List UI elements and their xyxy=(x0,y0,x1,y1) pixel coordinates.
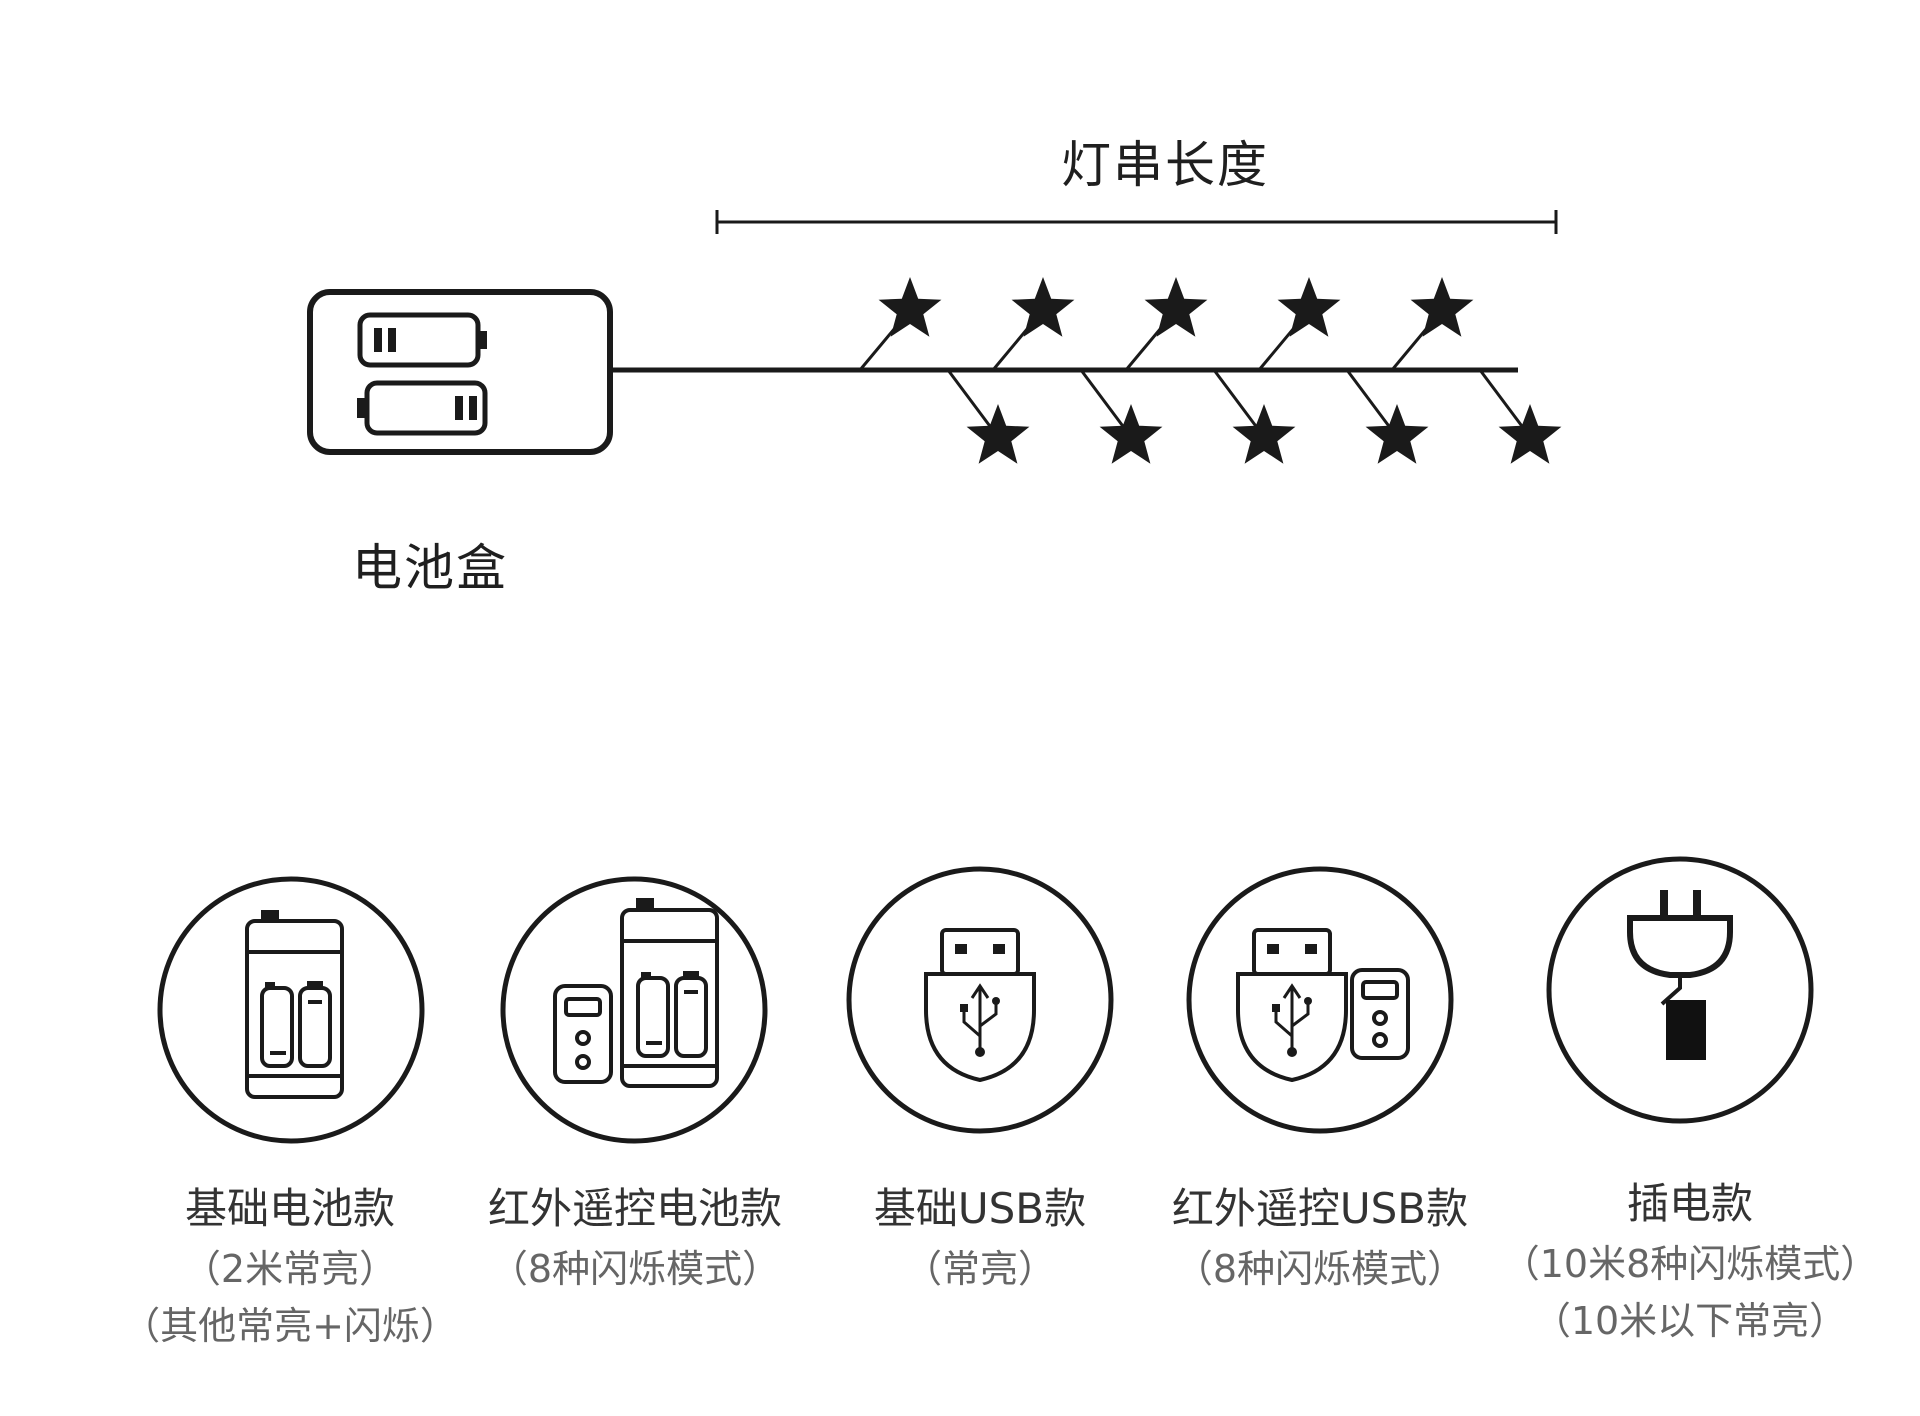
option-note: （2米常亮） xyxy=(182,1247,398,1291)
star-light-top xyxy=(1011,277,1075,337)
option-note: （常亮） xyxy=(903,1247,1056,1291)
option-name: 基础USB款 xyxy=(873,1184,1087,1233)
option-note: （8种闪烁模式） xyxy=(1174,1247,1466,1291)
option-name: 红外遥控电池款 xyxy=(487,1184,782,1233)
star-light-bottom xyxy=(1099,404,1163,464)
star-light-bottom xyxy=(1498,404,1562,464)
option-name: 红外遥控USB款 xyxy=(1171,1184,1469,1233)
option-usb-basic: 基础USB款 （常亮） xyxy=(800,1175,1160,1293)
option-usb-remote: 红外遥控USB款 （8种闪烁模式） xyxy=(1130,1175,1510,1293)
star-light-bottom xyxy=(1365,404,1429,464)
option-note: （10米8种闪烁模式） xyxy=(1501,1242,1879,1286)
star-light-bottom xyxy=(966,404,1030,464)
battery-pack-icon xyxy=(157,876,425,1144)
star-lights xyxy=(858,277,1562,464)
usb-remote-icon xyxy=(1186,866,1454,1134)
length-dimension xyxy=(715,210,1558,234)
option-icons xyxy=(157,856,1814,1144)
option-name: 基础电池款 xyxy=(184,1184,395,1233)
option-note: （其他常亮+闪烁） xyxy=(122,1304,458,1348)
remote-battery-pack-icon xyxy=(500,876,768,1144)
option-plug-in: 插电款 （10米8种闪烁模式） （10米以下常亮） xyxy=(1490,1170,1890,1345)
option-name: 插电款 xyxy=(1626,1179,1753,1228)
star-light-top xyxy=(1410,277,1474,337)
star-light-top xyxy=(1277,277,1341,337)
option-battery-basic: 基础电池款 （2米常亮） （其他常亮+闪烁） xyxy=(100,1175,480,1350)
star-light-top xyxy=(1144,277,1208,337)
option-battery-remote: 红外遥控电池款 （8种闪烁模式） xyxy=(440,1175,830,1293)
star-light-bottom xyxy=(1232,404,1296,464)
power-plug-icon xyxy=(1546,856,1814,1124)
battery-box-icon xyxy=(307,289,613,455)
battery-box-label: 电池盒 xyxy=(352,539,508,597)
star-light-top xyxy=(878,277,942,337)
option-note: （10米以下常亮） xyxy=(1532,1299,1848,1343)
option-note: （8种闪烁模式） xyxy=(489,1247,781,1291)
light-string-length-label: 灯串长度 xyxy=(1061,136,1269,194)
usb-plug-icon xyxy=(846,866,1114,1134)
